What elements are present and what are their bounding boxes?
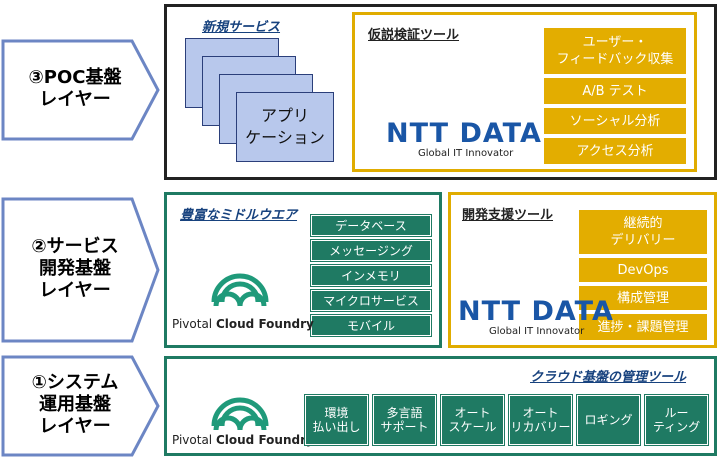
tool-ab-test-label: A/B テスト <box>582 83 648 99</box>
application-card: アプリ ケーション <box>236 92 334 162</box>
pivotal-cloud-foundry-logo-icon <box>211 273 269 307</box>
middleware-mobile-label: モバイル <box>346 318 395 333</box>
systool-autoscale-label: オート スケール <box>448 406 497 434</box>
systool-autoscale: オート スケール <box>440 394 505 446</box>
pivotal-cloud-foundry-text-service: Pivotal Cloud Foundry <box>172 317 314 331</box>
middleware-database-label: データベース <box>335 218 407 233</box>
layer-arrow-service <box>1 197 160 343</box>
middleware-frame <box>164 192 442 348</box>
system-layer-frame <box>164 356 717 456</box>
layer-label-service: ②サービス 開発基盤 レイヤー <box>31 236 119 301</box>
ntt-data-tagline-service: Global IT Innovator <box>489 326 585 337</box>
middleware-database: データベース <box>310 214 432 237</box>
system-tools-title: クラウド基盤の管理ツール <box>530 370 687 385</box>
middleware-inmemory: インメモリ <box>310 264 432 287</box>
tool-access-analysis: アクセス分析 <box>544 138 686 164</box>
layer-arrow-poc <box>1 39 160 141</box>
middleware-microservices: マイクロサービス <box>310 289 432 312</box>
middleware-messaging: メッセージング <box>310 239 432 262</box>
systool-autorecovery-label: オート リカバリー <box>510 406 571 434</box>
tool-user-feedback: ユーザー・ フィードバック収集 <box>544 28 686 74</box>
tool-social-analysis-label: ソーシャル分析 <box>569 113 661 129</box>
devtool-progress-issue-management-label: 進捗・課題管理 <box>597 319 689 335</box>
middleware-mobile: モバイル <box>310 314 432 337</box>
systool-env-provisioning-label: 環境 払い出し <box>312 406 361 434</box>
systool-multilingual-label: 多言語 サポート <box>380 406 429 434</box>
devtool-progress-issue-management: 進捗・課題管理 <box>579 314 707 340</box>
systool-routing-label: ルー ティング <box>652 406 701 434</box>
middleware-title: 豊富なミドルウエア <box>180 208 298 223</box>
hypothesis-tools-frame <box>352 12 697 172</box>
layer-label-system: ①システム 運用基盤 レイヤー <box>31 372 119 437</box>
systool-env-provisioning: 環境 払い出し <box>304 394 369 446</box>
devtool-continuous-delivery-label: 継続的 デリバリー <box>610 216 676 248</box>
middleware-inmemory-label: インメモリ <box>341 268 401 283</box>
new-services-title: 新規サービス <box>202 20 281 35</box>
dev-tools-frame <box>448 192 717 348</box>
hypothesis-tools-title: 仮説検証ツール <box>368 28 460 43</box>
poc-layer-frame <box>164 4 717 180</box>
devtool-continuous-delivery: 継続的 デリバリー <box>579 210 707 254</box>
devtool-config-management-label: 構成管理 <box>616 290 669 306</box>
devtool-config-management: 構成管理 <box>579 286 707 310</box>
layer-arrow-system <box>1 355 160 457</box>
systool-logging-label: ロギング <box>584 413 633 427</box>
systool-multilingual: 多言語 サポート <box>372 394 437 446</box>
systool-autorecovery: オート リカバリー <box>508 394 573 446</box>
middleware-microservices-label: マイクロサービス <box>323 293 419 308</box>
layer-label-poc: ③POC基盤 レイヤー <box>28 67 122 110</box>
tool-access-analysis-label: アクセス分析 <box>576 143 654 159</box>
tool-user-feedback-label: ユーザー・ フィードバック収集 <box>556 35 674 67</box>
dev-tools-title: 開発支援ツール <box>462 208 554 223</box>
tool-social-analysis: ソーシャル分析 <box>544 108 686 134</box>
middleware-messaging-label: メッセージング <box>329 243 413 258</box>
ntt-data-tagline-poc: Global IT Innovator <box>418 148 514 159</box>
ntt-data-logo-service: NTT DATA <box>458 296 614 327</box>
devtool-devops: DevOps <box>579 258 707 282</box>
pivotal-cloud-foundry-logo-icon-system <box>211 397 269 431</box>
tool-ab-test: A/B テスト <box>544 78 686 104</box>
pivotal-cloud-foundry-text-system: Pivotal Cloud Foundry <box>172 433 314 447</box>
systool-routing: ルー ティング <box>644 394 709 446</box>
ntt-data-logo-poc: NTT DATA <box>386 118 542 149</box>
systool-logging: ロギング <box>576 394 641 446</box>
devtool-devops-label: DevOps <box>617 262 669 278</box>
